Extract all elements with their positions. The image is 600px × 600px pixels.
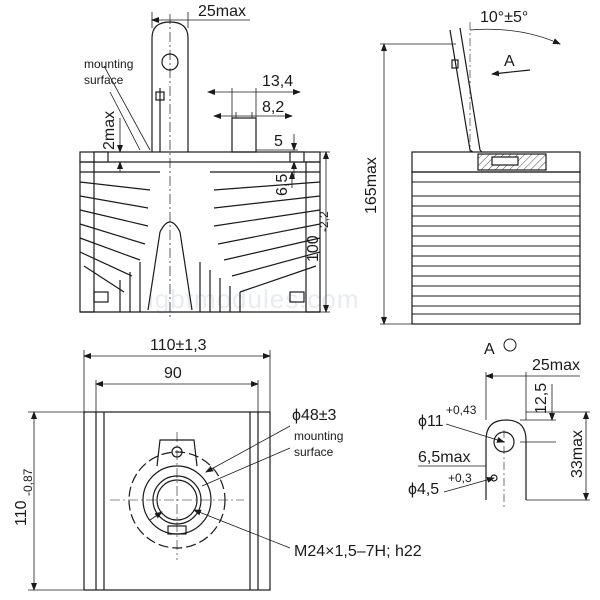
dim-2max: 2max — [101, 111, 118, 150]
dim-phi11: ϕ11 — [418, 413, 444, 430]
body-fins — [412, 181, 580, 315]
base-plate — [79, 151, 321, 163]
fins-right — [210, 171, 321, 293]
bottom-right-dims — [418, 372, 590, 508]
dim-25max-a: 25max — [532, 357, 580, 374]
dim-13-4: 13,4 — [262, 73, 293, 90]
dim-phi4-5: ϕ4,5 — [408, 481, 439, 498]
dim-phi48: ϕ48±3 — [292, 407, 337, 424]
bottom-left-view — [83, 411, 271, 591]
top-right-view — [411, 27, 581, 325]
fins-left — [79, 171, 160, 293]
top-right-dims — [380, 22, 561, 325]
dim-8-2: 8,2 — [262, 99, 284, 116]
bottom-right-view — [485, 338, 527, 500]
slot-post — [231, 117, 257, 153]
bottom-left-dims — [28, 350, 291, 591]
dim-110-tol-v: -0,87 — [21, 468, 35, 496]
vertical-fins — [119, 262, 241, 312]
dim-phi11-tol: +0,43 — [446, 403, 477, 417]
dim-phi4-5-tol: +0,3 — [448, 471, 472, 485]
view-label-a: A — [504, 53, 515, 70]
label-mounting-1: mounting — [84, 57, 133, 71]
dim-100: 100 — [305, 235, 322, 262]
label-mounting-3: mounting — [294, 429, 343, 443]
top-left-dims — [103, 12, 330, 313]
label-mounting-4: surface — [294, 445, 334, 459]
view-a-label: A — [484, 341, 495, 358]
watermark: igbtmodules.com — [148, 284, 360, 314]
dim-110-tol: 110±1,3 — [150, 337, 207, 354]
dim-100-tol: -2,2 — [317, 211, 331, 232]
dim-12-5: 12,5 — [533, 383, 550, 414]
dim-angle: 10°±5° — [480, 9, 528, 26]
dim-width-25max: 25max — [198, 3, 246, 20]
label-mounting-2: surface — [84, 73, 124, 87]
dim-165max: 165max — [363, 157, 380, 214]
heatsink-body — [411, 171, 581, 325]
dim-6-5max: 6,5max — [418, 449, 470, 466]
bent-lug — [449, 27, 488, 157]
lug-view-a — [485, 419, 527, 500]
dim-6-5: 6,5 — [274, 174, 291, 196]
base-square — [83, 411, 271, 591]
thread-spec: M24×1,5–7H; h22 — [294, 543, 422, 560]
dim-110: 110 — [13, 500, 30, 526]
dim-33max: 33max — [569, 430, 586, 478]
dim-5: 5 — [274, 133, 283, 150]
dim-90: 90 — [164, 365, 182, 382]
